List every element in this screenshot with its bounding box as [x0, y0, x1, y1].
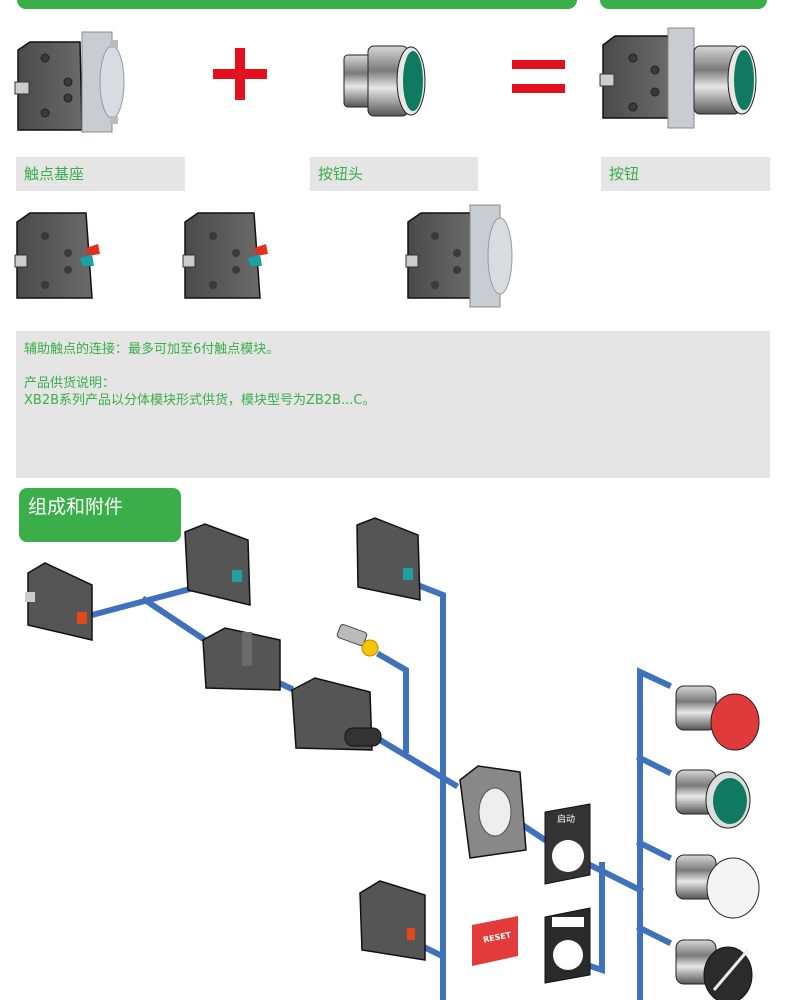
section-title: 组成和附件 [19, 488, 181, 542]
connector-line [635, 923, 673, 947]
info-line-supply-detail: XB2B系列产品以分体模块形式供货，模块型号为ZB2B...C。 [24, 393, 376, 408]
info-line-aux-contacts: 辅助触点的连接：最多可加至6付触点模块。 [24, 342, 280, 357]
light-module [291, 677, 382, 751]
assembled-button-image [599, 27, 757, 129]
label-contact-base: 触点基座 [16, 157, 185, 191]
connector-line [140, 595, 210, 645]
button-head-selector [675, 939, 753, 1000]
equals-icon [512, 60, 565, 93]
label-button-head: 按钮头 [310, 157, 478, 191]
connector-lines [88, 576, 673, 1000]
legend-holder [544, 907, 591, 984]
contact-base-image [14, 31, 125, 133]
aux-contact-left [25, 562, 93, 641]
reset-label [472, 916, 518, 966]
button-head-white [675, 854, 760, 919]
button-head-green [675, 769, 751, 829]
legend-plate [544, 803, 591, 885]
connector-line [635, 838, 673, 862]
contact-base-image-2 [405, 204, 513, 308]
connector-line [635, 753, 673, 777]
header-bar-right [600, 0, 767, 9]
aux-contact-image-1 [14, 212, 100, 299]
aux-contact-top-right [356, 517, 421, 601]
plus-icon [213, 48, 267, 100]
connector-line [375, 735, 460, 790]
button-head-image [343, 45, 426, 117]
legend-plate-text: 启动 [557, 815, 576, 825]
label-button: 按钮 [601, 157, 770, 191]
aux-contact-bottom [359, 880, 426, 961]
header-bar-left [17, 0, 577, 9]
aux-contact-image-2 [182, 212, 268, 299]
info-panel: 辅助触点的连接：最多可加至6付触点模块。 产品供货说明： XB2B系列产品以分体… [16, 331, 770, 478]
adapter-block [202, 627, 281, 691]
mounting-collar [459, 765, 527, 859]
button-head-red [675, 685, 760, 751]
aux-contact-top [184, 523, 251, 606]
connector-line [375, 650, 409, 753]
connector-line [637, 667, 672, 1000]
info-line-supply-heading: 产品供货说明： [24, 376, 116, 391]
indicator-lamp [336, 623, 379, 657]
